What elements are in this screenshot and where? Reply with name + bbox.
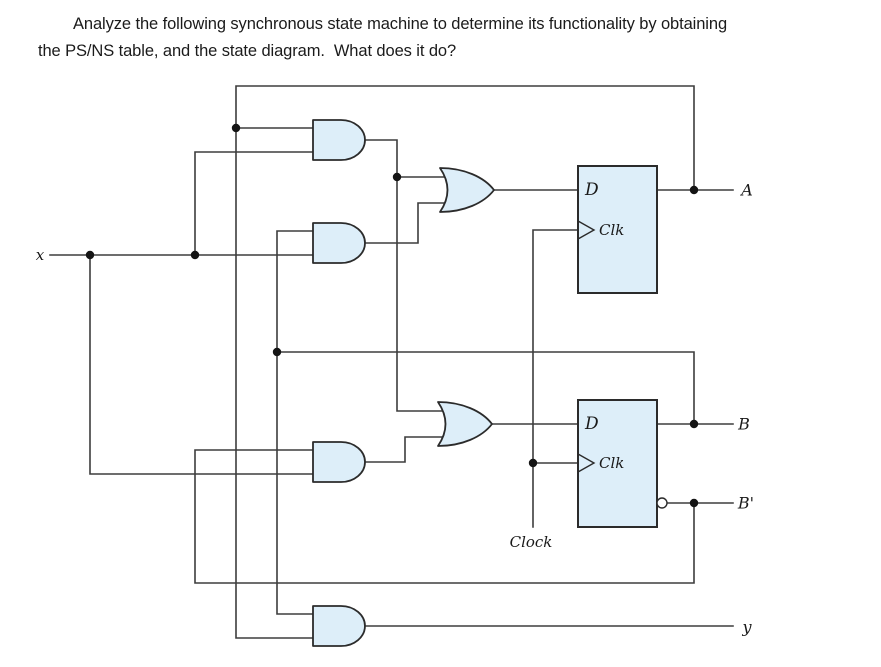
not-bubble-icon bbox=[656, 497, 668, 509]
or-gate-2 bbox=[437, 401, 493, 447]
and-gate-3 bbox=[312, 441, 366, 483]
and-gate-1 bbox=[312, 119, 366, 161]
clk-edge-triangle-icon bbox=[577, 453, 596, 473]
problem-statement-line1: Analyze the following synchronous state … bbox=[73, 15, 728, 33]
d-flipflop-b: D Clk bbox=[577, 399, 658, 528]
signal-label-b-prime: B' bbox=[737, 494, 754, 513]
junction-dot bbox=[272, 347, 282, 357]
signal-label-clock: Clock bbox=[510, 533, 553, 551]
junction-dot bbox=[689, 185, 699, 195]
clk-edge-triangle-icon bbox=[577, 220, 596, 240]
junction-dot bbox=[231, 123, 241, 133]
b-branch-to-and2 bbox=[276, 230, 314, 353]
x-branch-to-and1 bbox=[194, 151, 314, 256]
problem-statement-line2: the PS/NS table, and the state diagram. … bbox=[38, 42, 457, 60]
signal-label-x: x bbox=[36, 246, 45, 264]
and-gate-2 bbox=[312, 222, 366, 264]
junction-dot bbox=[689, 419, 699, 429]
x-branch-to-and3 bbox=[89, 254, 314, 475]
junction-dot bbox=[689, 498, 699, 508]
d-flipflop-a-d-label: D bbox=[584, 180, 599, 200]
d-flipflop-a-body bbox=[577, 165, 658, 294]
junction-dot bbox=[85, 250, 95, 260]
d-flipflop-a: D Clk bbox=[577, 165, 658, 294]
d-flipflop-b-body bbox=[577, 399, 658, 528]
d-flipflop-b-clk-label: Clk bbox=[599, 454, 624, 472]
a-feedback-wire bbox=[235, 85, 695, 639]
and3-output-wire bbox=[364, 436, 451, 463]
b-branch-to-and4 bbox=[276, 351, 314, 615]
signal-label-b: B bbox=[737, 415, 750, 434]
b-prime-feedback-wire bbox=[194, 449, 695, 584]
junction-dot bbox=[392, 172, 402, 182]
or-gate-1 bbox=[439, 167, 495, 213]
and1-output-wire bbox=[364, 139, 451, 412]
clock-wire bbox=[532, 229, 579, 528]
d-flipflop-b-d-label: D bbox=[584, 414, 599, 434]
b-feedback-wire bbox=[276, 351, 695, 425]
junction-dot bbox=[190, 250, 200, 260]
and-gate-4 bbox=[312, 605, 366, 647]
junction-dot bbox=[528, 458, 538, 468]
signal-label-a: A bbox=[739, 181, 753, 200]
and2-output-wire bbox=[364, 202, 451, 244]
d-flipflop-a-clk-label: Clk bbox=[599, 221, 624, 239]
signal-label-y: y bbox=[741, 618, 752, 637]
